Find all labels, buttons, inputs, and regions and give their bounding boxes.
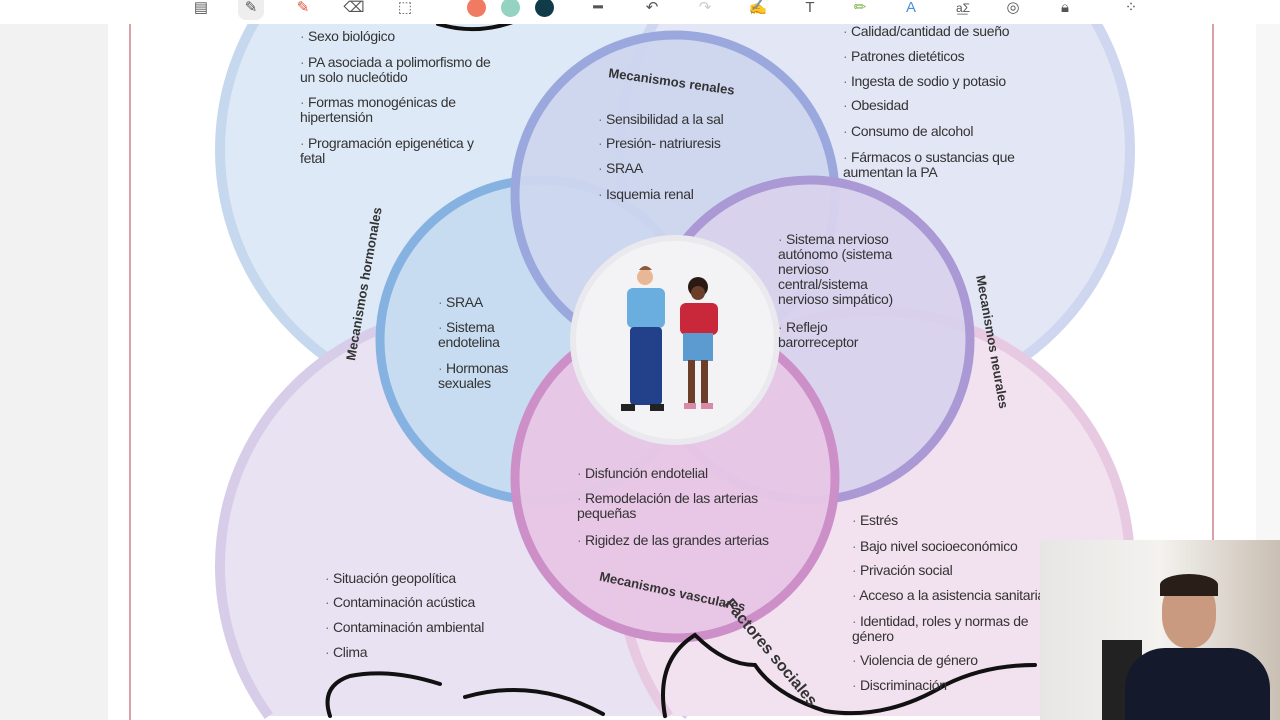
document-page: Sexo biológico PA asociada a polimorfism… <box>108 24 1256 720</box>
center-circle <box>570 235 780 445</box>
more-icon[interactable]: ⁘ <box>1124 0 1138 16</box>
page-margin-line <box>129 24 131 720</box>
webcam-video-feed <box>1040 540 1280 720</box>
text-style-icon[interactable]: A <box>905 0 916 16</box>
notebook-icon[interactable]: ▤ <box>193 0 209 16</box>
eraser-icon[interactable]: ⌫ <box>343 0 365 16</box>
color-navy-button[interactable] <box>535 0 554 17</box>
math-icon[interactable]: a͟Σ <box>955 1 971 15</box>
shapes-icon[interactable]: ◎ <box>1006 0 1020 16</box>
ink-to-text-icon[interactable]: T <box>805 0 815 16</box>
undo-icon[interactable]: ↶ <box>645 0 659 16</box>
color-mint-button[interactable] <box>501 0 520 17</box>
ink-toolbar: ▤ ✎ ✎ ⌫ ⬚ ━ ↶ ↷ ✍ T ✏ A a͟Σ ◎ 🔒︎ ⁘ <box>0 0 1280 24</box>
person-hair <box>1160 574 1218 596</box>
person-body <box>1125 648 1270 720</box>
color-coral-button[interactable] <box>467 0 486 17</box>
handwritten-annotation <box>325 24 1037 718</box>
pen-icon[interactable]: ✎ <box>238 0 264 20</box>
right-sidebar <box>1256 24 1280 540</box>
redo-icon[interactable]: ↷ <box>698 0 712 16</box>
stroke-width-icon[interactable]: ━ <box>593 0 603 16</box>
highlighter-icon[interactable]: ✎ <box>296 0 310 16</box>
ink-to-shape-icon[interactable]: ✍ <box>748 0 768 16</box>
lasso-icon[interactable]: ⬚ <box>397 0 413 16</box>
lock-icon[interactable]: 🔒︎ <box>1061 0 1069 16</box>
page-margin-line <box>1212 24 1214 720</box>
people-illustration <box>621 266 718 411</box>
highlighter-pen-icon[interactable]: ✏ <box>853 0 867 16</box>
